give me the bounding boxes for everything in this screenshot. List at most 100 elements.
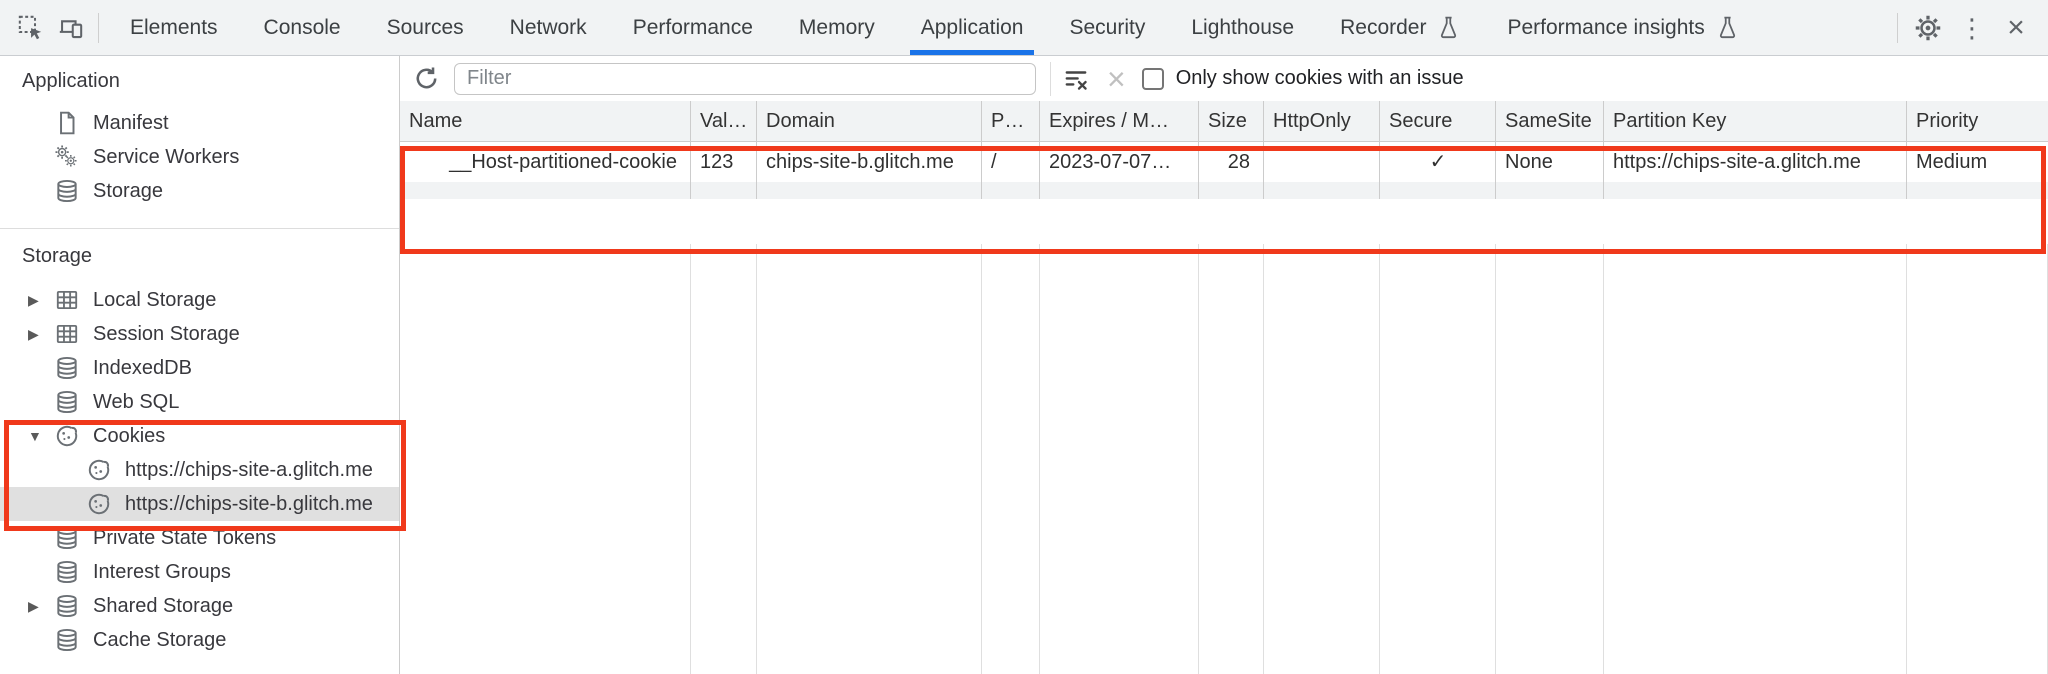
chevron-right-icon[interactable]: ▶ (28, 597, 39, 614)
column-header-secure[interactable]: Secure (1380, 101, 1496, 141)
more-options-icon[interactable]: ⋮ (1959, 12, 1985, 43)
table-icon (54, 287, 80, 313)
sidebar-item-cookies-chips-site-a[interactable]: https://chips-site-a.glitch.me (0, 453, 399, 487)
database-icon (54, 593, 80, 619)
column-header-priority[interactable]: Priority (1916, 110, 1979, 132)
cookie-samesite-cell[interactable]: None (1496, 142, 1604, 182)
tab-label: Console (263, 15, 341, 39)
close-icon[interactable]: × (2007, 10, 2025, 44)
cookie-path-cell[interactable]: / (982, 142, 1040, 182)
column-header-value[interactable]: Value (691, 101, 757, 141)
tabbar-right-controls: ⋮ × (1889, 6, 2048, 50)
tab-label: Application (920, 15, 1024, 39)
gears-icon (54, 144, 78, 168)
database-icon (54, 178, 80, 204)
clear-icon-disabled: × (1107, 60, 1126, 97)
cookie-value-cell[interactable]: 123 (691, 142, 757, 182)
cookie-domain-cell[interactable]: chips-site-b.glitch.me (757, 142, 982, 182)
table-header-row: Name Value Domain Path Expires / M… Size… (400, 101, 2048, 142)
chevron-right-icon[interactable]: ▶ (28, 325, 39, 342)
database-icon (54, 525, 80, 551)
settings-gear-icon[interactable] (1906, 6, 1950, 50)
tab-console[interactable]: Console (241, 0, 364, 55)
clear-filter-icon[interactable] (1059, 62, 1093, 96)
cookie-secure-cell[interactable]: ✓ (1380, 142, 1496, 182)
cookie-name-cell[interactable]: __Host-partitioned-cookie (400, 142, 691, 182)
experiment-flask-icon (1436, 15, 1461, 40)
sidebar-item-label: Web SQL (93, 390, 180, 413)
database-icon (54, 627, 80, 653)
cookie-icon (86, 491, 112, 517)
sidebar-item-label: Storage (93, 179, 164, 202)
sidebar-item-label: Private State Tokens (93, 526, 277, 549)
sidebar-item-label: Manifest (93, 111, 169, 134)
tab-performance[interactable]: Performance (610, 0, 776, 55)
tab-recorder[interactable]: Recorder (1317, 0, 1484, 55)
tab-label: Performance insights (1507, 15, 1705, 39)
refresh-icon[interactable] (406, 59, 446, 99)
sidebar-item-label: Service Workers (93, 145, 240, 168)
sidebar-item-private-state-tokens[interactable]: Private State Tokens (0, 521, 399, 555)
sidebar-item-session-storage[interactable]: ▶ Session Storage (0, 317, 399, 351)
tab-lighthouse[interactable]: Lighthouse (1168, 0, 1317, 55)
filter-input[interactable] (454, 62, 1036, 95)
cookies-toolbar: × Only show cookies with an issue (400, 56, 2048, 101)
tab-label: Security (1069, 15, 1146, 39)
cookie-priority-cell[interactable]: Medium (1916, 151, 1988, 173)
sidebar-item-cache-storage[interactable]: Cache Storage (0, 623, 399, 657)
application-sidebar: Application Manifest Service Workers Sto… (0, 56, 406, 674)
issue-only-checkbox[interactable] (1141, 67, 1164, 90)
database-icon (54, 355, 80, 381)
tab-network[interactable]: Network (487, 0, 610, 55)
column-header-partition-key[interactable]: Partition Key (1604, 101, 1907, 141)
sidebar-item-interest-groups[interactable]: Interest Groups (0, 555, 399, 589)
sidebar-item-manifest[interactable]: Manifest (0, 106, 399, 140)
sidebar-item-shared-storage[interactable]: ▶ Shared Storage (0, 589, 399, 623)
sidebar-item-label: Shared Storage (93, 594, 234, 617)
column-header-httponly[interactable]: HttpOnly (1264, 101, 1380, 141)
cookie-icon (54, 423, 80, 449)
sidebar-section-storage: Storage (22, 244, 93, 267)
issue-only-checkbox-label[interactable]: Only show cookies with an issue (1175, 67, 1464, 89)
sidebar-item-cookies-chips-site-b[interactable]: https://chips-site-b.glitch.me (0, 487, 399, 521)
cookie-httponly-cell[interactable] (1264, 142, 1380, 182)
tab-label: Recorder (1340, 15, 1427, 39)
chevron-down-icon[interactable]: ▼ (28, 428, 42, 444)
toolbar-divider (1050, 61, 1051, 96)
toolbar-divider (98, 12, 99, 43)
sidebar-item-cookies[interactable]: ▼ Cookies (0, 419, 399, 453)
column-header-name[interactable]: Name (400, 101, 691, 141)
column-header-domain[interactable]: Domain (757, 101, 982, 141)
sidebar-item-label: IndexedDB (93, 356, 192, 379)
inspect-element-icon[interactable] (10, 8, 50, 48)
sidebar-item-label: Local Storage (93, 288, 217, 311)
tab-label: Performance (632, 15, 753, 39)
tab-memory[interactable]: Memory (776, 0, 898, 55)
sidebar-item-label: Cookies (93, 424, 166, 447)
document-icon (54, 110, 80, 136)
tab-security[interactable]: Security (1046, 0, 1168, 55)
sidebar-item-storage[interactable]: Storage (0, 174, 399, 208)
cookie-expires-cell[interactable]: 2023-07-07… (1040, 142, 1199, 182)
sidebar-item-local-storage[interactable]: ▶ Local Storage (0, 283, 399, 317)
column-header-size[interactable]: Size (1199, 101, 1264, 141)
column-header-path[interactable]: Path (982, 101, 1040, 141)
cookie-partition-key-cell[interactable]: https://chips-site-a.glitch.me (1604, 142, 1907, 182)
tab-sources[interactable]: Sources (364, 0, 487, 55)
tab-performance-insights[interactable]: Performance insights (1484, 0, 1762, 55)
sidebar-item-web-sql[interactable]: Web SQL (0, 385, 399, 419)
tab-label: Memory (798, 15, 875, 39)
sidebar-item-label: Cache Storage (93, 628, 227, 651)
chevron-right-icon[interactable]: ▶ (28, 291, 39, 308)
sidebar-item-indexeddb[interactable]: IndexedDB (0, 351, 399, 385)
tab-elements[interactable]: Elements (107, 0, 241, 55)
tab-application[interactable]: Application (898, 0, 1047, 55)
device-toolbar-icon[interactable] (50, 8, 90, 48)
column-header-samesite[interactable]: SameSite (1496, 101, 1604, 141)
experiment-flask-icon (1715, 15, 1740, 40)
column-header-expires[interactable]: Expires / M… (1040, 101, 1199, 141)
table-row[interactable]: __Host-partitioned-cookie 123 chips-site… (400, 142, 2048, 182)
cookie-size-cell[interactable]: 28 (1199, 142, 1264, 182)
sidebar-item-service-workers[interactable]: Service Workers (0, 140, 399, 174)
